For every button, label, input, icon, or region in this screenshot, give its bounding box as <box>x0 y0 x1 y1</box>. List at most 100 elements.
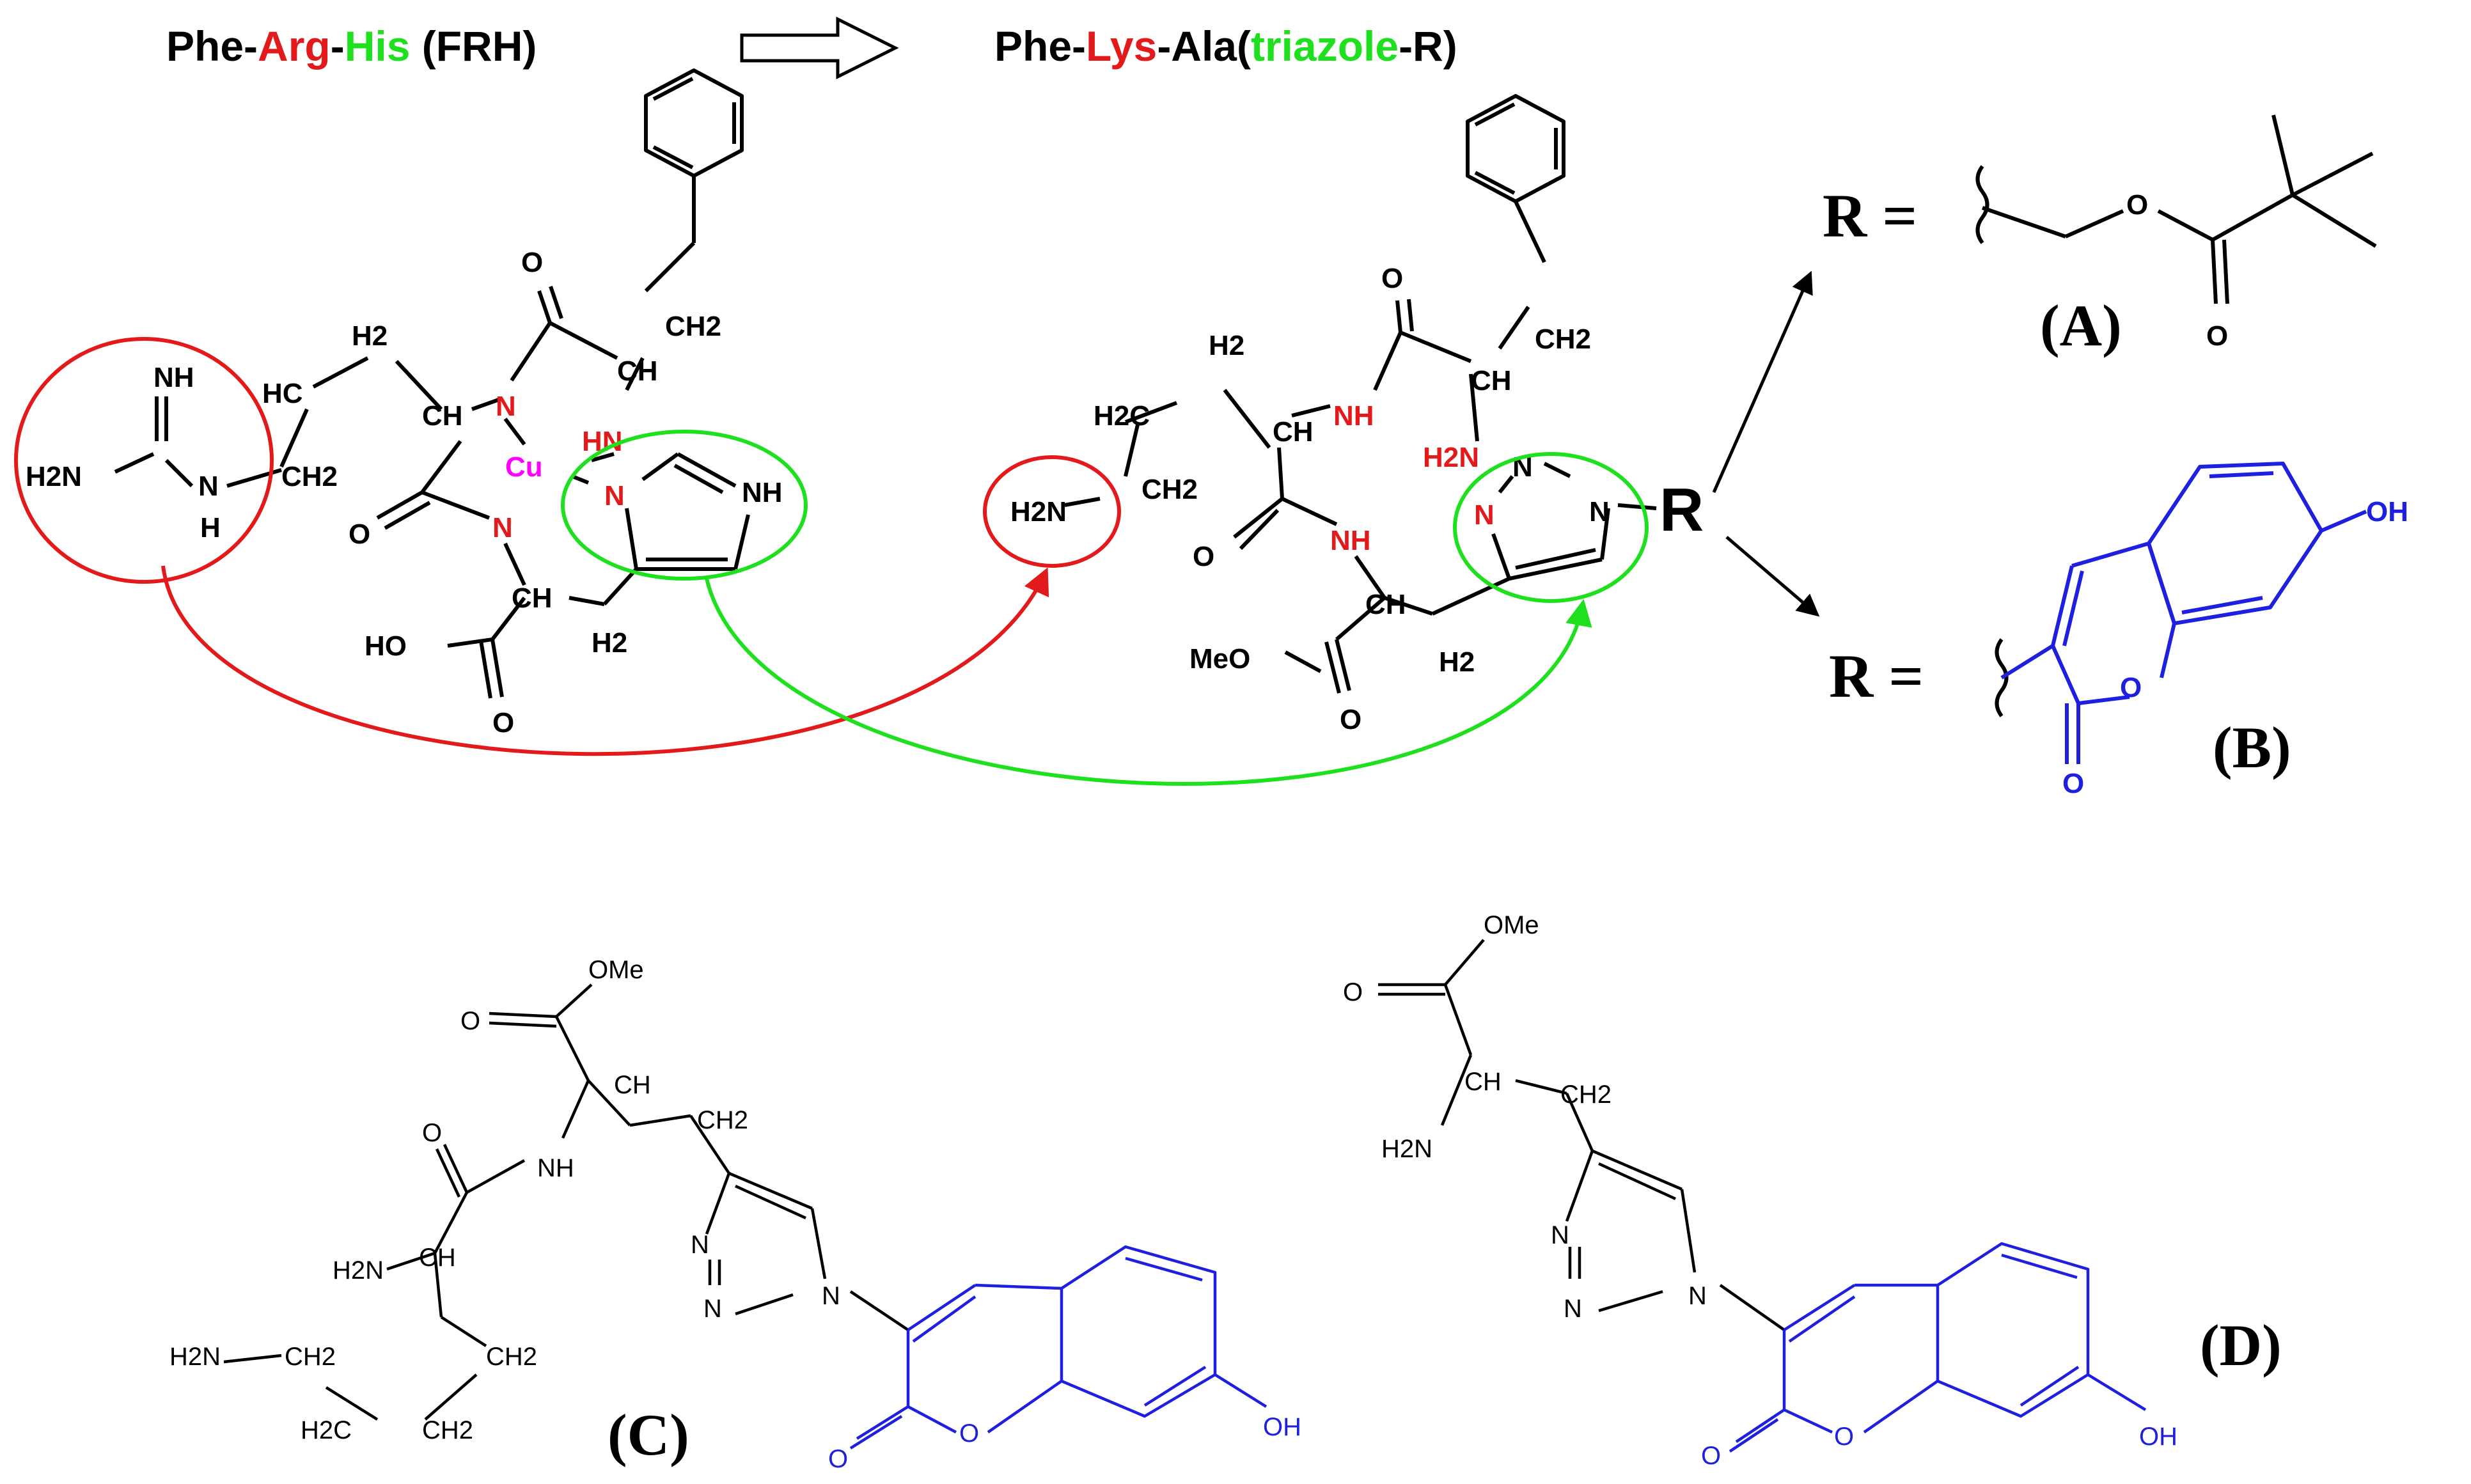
compound-d-oh: OH <box>2139 1423 2177 1451</box>
title-left-frh: (FRH) <box>410 22 537 70</box>
target-h2n-red: H2N <box>1423 442 1479 473</box>
title-right-phe: Phe- <box>994 22 1086 70</box>
compound-c-ch: CH <box>614 1071 651 1099</box>
target-o-top: O <box>1381 263 1403 294</box>
r-group-b-o-ring: O <box>2120 672 2142 703</box>
title-right-lys: Lys <box>1086 22 1157 70</box>
target-triazole-n3: N <box>1589 496 1610 527</box>
frh-ch-phe: CH <box>617 355 658 387</box>
compound-c: OMe O O NH CH CH2 H2N CH H2N CH2 CH2 H2C… <box>169 956 1301 1473</box>
title-right-ala: -Ala( <box>1157 22 1251 70</box>
frh-guanidine-highlight <box>14 337 274 584</box>
label-b: (B) <box>2213 715 2291 780</box>
frh-ch: CH <box>422 400 463 432</box>
frh-nh-imidazole: NH <box>742 477 783 508</box>
compound-d: OMe O CH CH2 H2N N N N OH O O (D) <box>1343 911 2282 1470</box>
compound-c-coumarin-bonds <box>849 1245 1267 1449</box>
title-left-arg: Arg <box>258 22 331 70</box>
label-c: (C) <box>608 1402 689 1467</box>
compound-d-n1: N <box>1551 1221 1569 1249</box>
compound-c-ome: OMe <box>588 956 644 984</box>
frh-n-bottom: N <box>492 512 513 543</box>
frh-o-acid: O <box>492 707 514 738</box>
target-r: R <box>1659 476 1704 544</box>
compound-d-bonds <box>1378 939 1785 1331</box>
r-group-b-oh: OH <box>2366 496 2408 527</box>
compound-d-o-lactone: O <box>1701 1442 1721 1470</box>
compound-d-h2n: H2N <box>1381 1135 1432 1163</box>
target-h2-ala: H2 <box>1439 646 1475 678</box>
target-h2n-left: H2N <box>1010 496 1067 527</box>
compound-c-o-amide: O <box>422 1119 442 1147</box>
r-group-b-o-lactone: O <box>2062 768 2084 799</box>
compound-c-ch-lys: CH <box>419 1244 456 1272</box>
compound-d-o-ring: O <box>1834 1423 1854 1451</box>
compound-d-ome: OMe <box>1484 911 1539 939</box>
compound-d-ch2: CH2 <box>1560 1081 1612 1109</box>
frh-ch-his: CH <box>512 582 553 614</box>
compound-c-n2: N <box>703 1295 722 1323</box>
compound-c-h2n: H2N <box>333 1256 384 1285</box>
compound-d-ch: CH <box>1464 1068 1502 1096</box>
target-h2c: H2C <box>1094 400 1150 432</box>
frh-n-imidazole: N <box>604 480 625 512</box>
compound-c-bonds <box>223 983 909 1421</box>
title-left-his: His <box>345 22 411 70</box>
compound-c-ch2-c: CH2 <box>422 1416 473 1444</box>
r-group-b-squiggle <box>1995 638 2009 717</box>
frh-h2-his: H2 <box>592 627 627 659</box>
compound-d-n3: N <box>1688 1282 1707 1310</box>
label-a: (A) <box>2040 293 2122 358</box>
compound-c-n1: N <box>691 1231 709 1259</box>
frh-cu-complex: NH H2N N H HC H2 CH2 CH O N CH CH2 Cu HN… <box>14 68 808 738</box>
compound-c-h2c: H2C <box>301 1416 352 1444</box>
r-group-a-o-ester: O <box>2126 189 2148 221</box>
title-left-phe: Phe- <box>166 22 258 70</box>
frh-n-top: N <box>496 391 516 422</box>
target-h2-top: H2 <box>1209 330 1244 361</box>
title-left: Phe-Arg-His (FRH) <box>166 22 537 70</box>
title-right: Phe-Lys-Ala(triazole-R) <box>994 22 1457 70</box>
frh-o-left: O <box>349 519 370 550</box>
r-arrow-a <box>1712 270 1813 494</box>
title-left-dash: - <box>331 22 345 70</box>
frh-h-guan: H <box>200 512 221 543</box>
compound-c-ch2-b: CH2 <box>486 1343 537 1371</box>
frh-ho: HO <box>365 630 407 662</box>
frh-bonds <box>114 68 750 699</box>
compound-c-nh: NH <box>537 1154 574 1182</box>
target-o-bottom: O <box>1340 704 1361 735</box>
compound-c-ch2: CH2 <box>697 1106 748 1134</box>
transform-arrow <box>740 16 899 80</box>
r-group-a: R = O O (A) <box>1823 114 2377 358</box>
target-nh-mid: NH <box>1330 525 1371 556</box>
compound-c-n3: N <box>822 1282 840 1310</box>
compound-d-n2: N <box>1564 1295 1582 1323</box>
r-group-b: R = OH O O (B) <box>1829 462 2408 799</box>
frh-h2-top: H2 <box>352 320 388 352</box>
compound-c-o-ester: O <box>460 1007 480 1035</box>
compound-c-o-ring: O <box>959 1419 979 1448</box>
frh-imidazole-highlight <box>561 430 808 581</box>
target-ch-ala: CH <box>1365 589 1406 620</box>
r-group-b-bonds <box>2000 462 2367 764</box>
title-right-triazole: triazole <box>1251 22 1399 70</box>
frh-ch2: CH2 <box>281 461 338 492</box>
label-d: (D) <box>2200 1313 2282 1378</box>
target-amine-highlight <box>983 455 1121 568</box>
target-nh-top: NH <box>1333 400 1374 432</box>
compound-d-coumarin-bonds <box>1729 1242 2147 1453</box>
frh-cu: Cu <box>505 451 543 483</box>
title-right-r: -R) <box>1399 22 1457 70</box>
r-group-a-o-carbonyl: O <box>2206 320 2228 352</box>
his-to-triazole-arrow <box>705 578 1592 786</box>
target-ch2-phe: CH2 <box>1535 324 1591 355</box>
target-triazole-highlight <box>1453 452 1649 603</box>
r-arrow-b <box>1725 536 1820 617</box>
target-bonds <box>1064 94 1657 694</box>
target-meo: MeO <box>1189 643 1250 675</box>
compound-c-oh: OH <box>1263 1413 1301 1441</box>
svg-text:Phe-Arg-His (FRH): Phe-Arg-His (FRH) <box>166 22 537 70</box>
target-triazole-n1: N <box>1474 499 1494 531</box>
